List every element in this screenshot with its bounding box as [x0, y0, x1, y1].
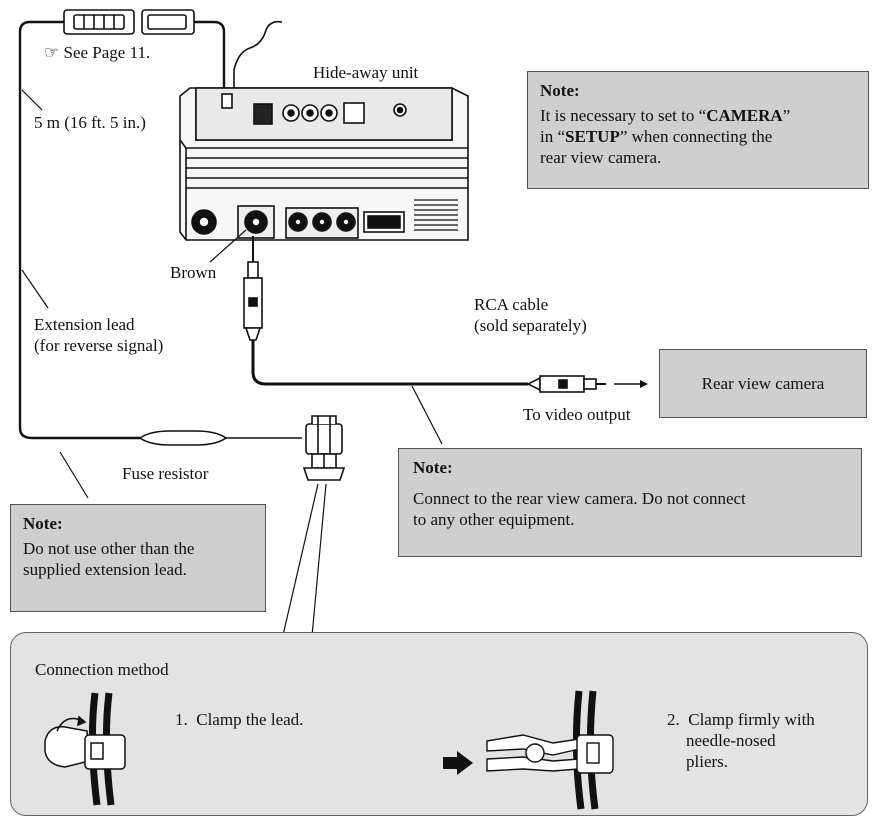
rca-cable-label: RCA cable (sold separately) [474, 295, 587, 335]
right-arrow-icon [443, 751, 473, 775]
video-output-label: To video output [523, 405, 631, 424]
hideaway-unit-label: Hide-away unit [313, 63, 419, 82]
connection-method-panel: Connection method 1. Clamp the lead. 2. … [10, 632, 868, 816]
note-camera: Note: Connect to the rear view camera. D… [398, 448, 862, 557]
fuse-resistor-label: Fuse resistor [122, 464, 209, 483]
step-1-label: 1. Clamp the lead. [175, 710, 304, 729]
pliers-illustration [486, 690, 614, 810]
clamp-lead-illustration [44, 692, 126, 806]
extension-lead-wire [18, 20, 140, 440]
fuse-resistor-shape [138, 430, 302, 446]
step-2-label: 2. Clamp firmly with needle-nosed pliers… [667, 710, 815, 771]
brown-label: Brown [170, 263, 217, 282]
note-lead: Note: Do not use other than the supplied… [10, 504, 266, 612]
lead-connector [63, 9, 195, 35]
rca-plug-camera-end [526, 375, 606, 393]
connection-method-title: Connection method [35, 660, 169, 679]
right-arrow-icon [614, 380, 648, 388]
see-page-label: ☞ See Page 11. [44, 43, 151, 62]
note-setup: Note: It is necessary to set to “CAMERA”… [527, 71, 869, 189]
rear-view-camera-box: Rear view camera [659, 349, 867, 418]
rca-plug-unit-end [243, 236, 263, 341]
hideaway-unit-shape [179, 87, 469, 241]
pointing-hand-icon: ☞ [44, 43, 60, 62]
extension-lead-label: Extension lead (for reverse signal) [34, 315, 164, 355]
wire-clamp [302, 415, 346, 481]
rca-cable-wire [251, 340, 528, 386]
lead-length-label: 5 m (16 ft. 5 in.) [34, 113, 146, 132]
